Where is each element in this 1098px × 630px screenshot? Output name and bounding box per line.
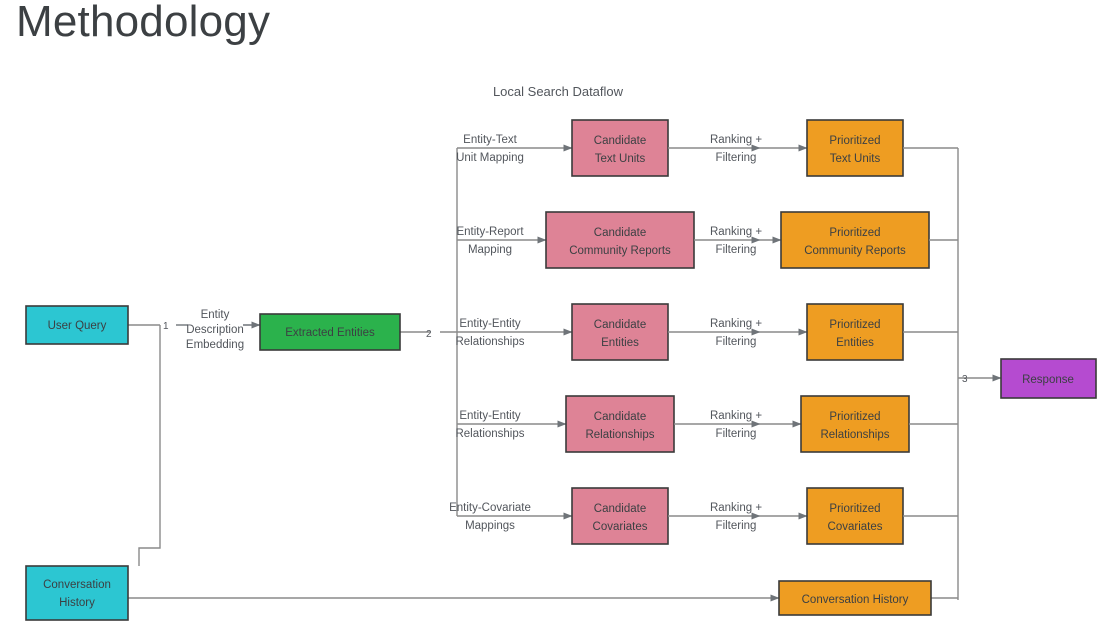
node-prioritized-covariates-label-line2: Covariates xyxy=(828,521,883,533)
node-candidate-text-units-label-line2: Text Units xyxy=(595,153,646,165)
node-candidate-relationships-label-line2: Relationships xyxy=(585,429,654,441)
node-extracted-entities-label: Extracted Entities xyxy=(285,327,375,339)
node-user-query-label: User Query xyxy=(48,320,107,332)
row-entities: Entity-Entity Relationships Candidate En… xyxy=(455,303,958,361)
node-conversation-history-input-label-line1: Conversation xyxy=(43,579,111,591)
node-candidate-entities[interactable] xyxy=(571,303,669,361)
row-text-units-rank-label-line1: Ranking + xyxy=(710,134,762,146)
row-community-reports-mapping-label-line1: Entity-Report xyxy=(456,226,524,238)
node-prioritized-text-units-label-line2: Text Units xyxy=(830,153,881,165)
node-candidate-relationships-label-line1: Candidate xyxy=(594,411,646,423)
edge-label-entity-description-embedding-line2: Description xyxy=(186,324,244,336)
edge-label-entity-description-embedding-line1: Entity xyxy=(201,309,230,321)
node-candidate-covariates-label-line2: Covariates xyxy=(593,521,648,533)
row-text-units: Entity-Text Unit Mapping Candidate Text … xyxy=(456,119,958,177)
node-response[interactable]: Response xyxy=(1000,358,1097,399)
node-prioritized-community-reports-label-line1: Prioritized xyxy=(829,227,880,239)
node-prioritized-text-units[interactable] xyxy=(806,119,904,177)
page-title: Methodology xyxy=(16,0,271,46)
node-prioritized-relationships-label-line1: Prioritized xyxy=(829,411,880,423)
row-covariates-rank-label-line2: Filtering xyxy=(716,520,757,532)
row-relationships-rank-label-line2: Filtering xyxy=(716,428,757,440)
node-extracted-entities[interactable]: Extracted Entities xyxy=(259,313,401,351)
row-relationships: Entity-Entity Relationships Candidate Re… xyxy=(455,395,958,453)
row-covariates-rank-label-line1: Ranking + xyxy=(710,502,762,514)
junction-label-1: 1 xyxy=(163,321,169,332)
node-conversation-history-input-label-line2: History xyxy=(59,597,95,609)
node-prioritized-entities-label-line2: Entities xyxy=(836,337,874,349)
row-community-reports-mapping-label-line2: Mapping xyxy=(468,244,512,256)
node-conversation-history-output[interactable]: Conversation History xyxy=(778,580,932,616)
node-conversation-history-output-label: Conversation History xyxy=(802,594,909,606)
row-community-reports: Entity-Report Mapping Candidate Communit… xyxy=(456,211,958,269)
node-user-query[interactable]: User Query xyxy=(25,305,129,345)
node-candidate-community-reports-label-line1: Candidate xyxy=(594,227,646,239)
row-relationships-mapping-label-line1: Entity-Entity xyxy=(459,410,521,422)
node-conversation-history-input[interactable]: Conversation History xyxy=(25,565,129,621)
node-prioritized-covariates-label-line1: Prioritized xyxy=(829,503,880,515)
edge-junction2-spine xyxy=(440,148,458,516)
node-candidate-community-reports-label-line2: Community Reports xyxy=(569,245,671,257)
node-candidate-text-units-label-line1: Candidate xyxy=(594,135,646,147)
diagram-subtitle: Local Search Dataflow xyxy=(493,84,624,99)
node-prioritized-covariates[interactable] xyxy=(806,487,904,545)
row-community-reports-rank-label-line2: Filtering xyxy=(716,244,757,256)
node-candidate-entities-label-line2: Entities xyxy=(601,337,639,349)
edge-collector-spine xyxy=(957,148,1002,600)
row-entities-mapping-label-line2: Relationships xyxy=(455,336,524,348)
junction-label-2: 2 xyxy=(426,329,432,340)
node-prioritized-relationships[interactable] xyxy=(800,395,910,453)
node-candidate-relationships[interactable] xyxy=(565,395,675,453)
node-candidate-community-reports[interactable] xyxy=(545,211,695,269)
row-entities-rank-label-line2: Filtering xyxy=(716,336,757,348)
row-entities-rank-label-line1: Ranking + xyxy=(710,318,762,330)
edge-conversation-history-to-junction1 xyxy=(138,325,161,566)
node-candidate-text-units[interactable] xyxy=(571,119,669,177)
row-relationships-mapping-label-line2: Relationships xyxy=(455,428,524,440)
row-relationships-rank-label-line1: Ranking + xyxy=(710,410,762,422)
node-prioritized-relationships-label-line2: Relationships xyxy=(820,429,889,441)
node-prioritized-community-reports-label-line2: Community Reports xyxy=(804,245,906,257)
junction-label-3: 3 xyxy=(962,374,968,385)
row-text-units-mapping-label-line2: Unit Mapping xyxy=(456,152,524,164)
row-text-units-rank-label-line2: Filtering xyxy=(716,152,757,164)
row-text-units-mapping-label-line1: Entity-Text xyxy=(463,134,517,146)
node-response-label: Response xyxy=(1022,374,1074,386)
node-prioritized-text-units-label-line1: Prioritized xyxy=(829,135,880,147)
node-candidate-covariates[interactable] xyxy=(571,487,669,545)
node-prioritized-community-reports[interactable] xyxy=(780,211,930,269)
node-candidate-entities-label-line1: Candidate xyxy=(594,319,646,331)
row-community-reports-rank-label-line1: Ranking + xyxy=(710,226,762,238)
node-prioritized-entities[interactable] xyxy=(806,303,904,361)
node-candidate-covariates-label-line1: Candidate xyxy=(594,503,646,515)
row-covariates-mapping-label-line2: Mappings xyxy=(465,520,515,532)
row-covariates: Entity-Covariate Mappings Candidate Cova… xyxy=(449,487,958,545)
edge-label-entity-description-embedding-line3: Embedding xyxy=(186,339,244,351)
row-covariates-mapping-label-line1: Entity-Covariate xyxy=(449,502,531,514)
node-prioritized-entities-label-line1: Prioritized xyxy=(829,319,880,331)
row-entities-mapping-label-line1: Entity-Entity xyxy=(459,318,521,330)
